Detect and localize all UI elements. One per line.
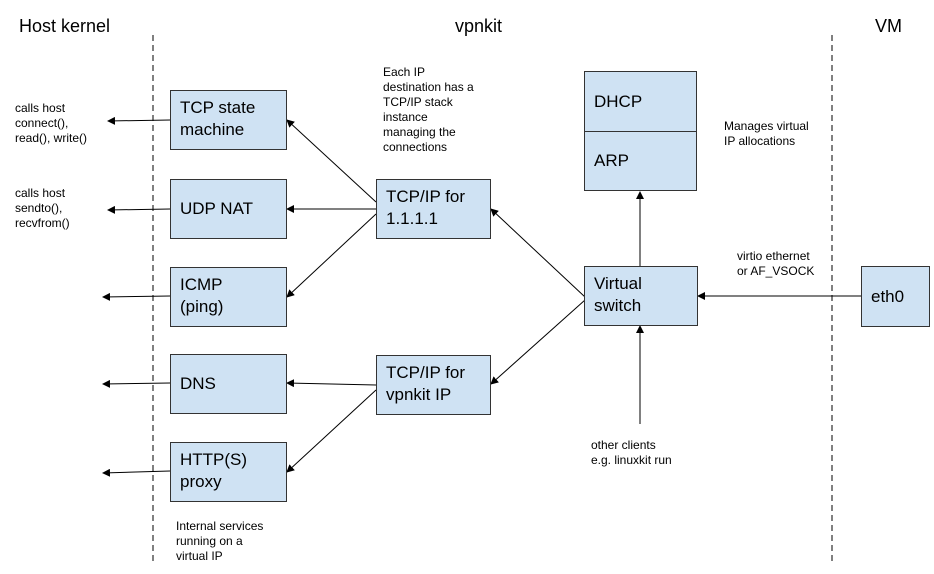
arrow-tcp-to-host (107, 116, 171, 125)
dhcp-label: DHCP (594, 92, 643, 111)
dhcp-arp-box: DHCP ARP (584, 71, 697, 191)
arrow-tcpipvpnkit-to-http (286, 389, 377, 473)
tcpip-vpnkit-label: TCP/IP for vpnkit IP (386, 363, 466, 404)
eth0-box: eth0 (861, 266, 930, 327)
arrow-tcpipvpnkit-to-dns (286, 379, 377, 388)
dns-label: DNS (180, 374, 216, 393)
eth0-label: eth0 (871, 287, 905, 306)
dhcp-arp-divider (585, 131, 696, 132)
icmp-box: ICMP (ping) (170, 267, 287, 327)
tcpip-1111-box: TCP/IP for 1.1.1.1 (376, 179, 491, 239)
host-kernel-heading: Host kernel (19, 16, 111, 36)
manages-ip-note: Manages virtual IP allocations (724, 119, 809, 148)
arrow-switch-to-tcpip1111 (490, 208, 586, 298)
tcpip-1111-label: TCP/IP for 1.1.1.1 (386, 187, 466, 228)
other-clients-note: other clients e.g. linuxkit run (591, 438, 672, 467)
udp-nat-label: UDP NAT (180, 199, 254, 218)
arrow-switch-to-tcpipvpnkit (490, 299, 586, 385)
arrow-dns-to-host (102, 379, 171, 388)
vm-heading: VM (875, 16, 902, 36)
calls-sendto-note: calls host sendto(), recvfrom() (15, 186, 70, 230)
arrow-tcpip1111-to-tcp (286, 119, 377, 203)
arrow-udp-to-host (107, 205, 171, 214)
udp-nat-box: UDP NAT (170, 179, 287, 239)
http-proxy-label: HTTP(S) proxy (180, 450, 248, 491)
arrow-tcpip1111-to-icmp (286, 213, 377, 298)
tcpip-vpnkit-box: TCP/IP for vpnkit IP (376, 355, 491, 415)
vpnkit-heading: vpnkit (455, 16, 503, 36)
tcp-state-machine-label: TCP state machine (180, 98, 256, 139)
arrow-icmp-to-host (102, 292, 171, 301)
icmp-label: ICMP (ping) (180, 275, 224, 316)
virtio-note: virtio ethernet or AF_VSOCK (737, 249, 815, 278)
arrow-http-to-host (102, 468, 171, 477)
tcp-state-machine-box: TCP state machine (170, 90, 287, 150)
virtual-switch-box: Virtual switch (584, 266, 698, 326)
dns-box: DNS (170, 354, 287, 414)
each-ip-note: Each IP destination has a TCP/IP stack i… (383, 65, 474, 154)
calls-connect-note: calls host connect(), read(), write() (15, 101, 88, 145)
http-proxy-box: HTTP(S) proxy (170, 442, 287, 502)
arp-label: ARP (594, 151, 629, 170)
virtual-switch-label: Virtual switch (594, 274, 642, 315)
internal-services-note: Internal services running on a virtual I… (176, 519, 264, 563)
